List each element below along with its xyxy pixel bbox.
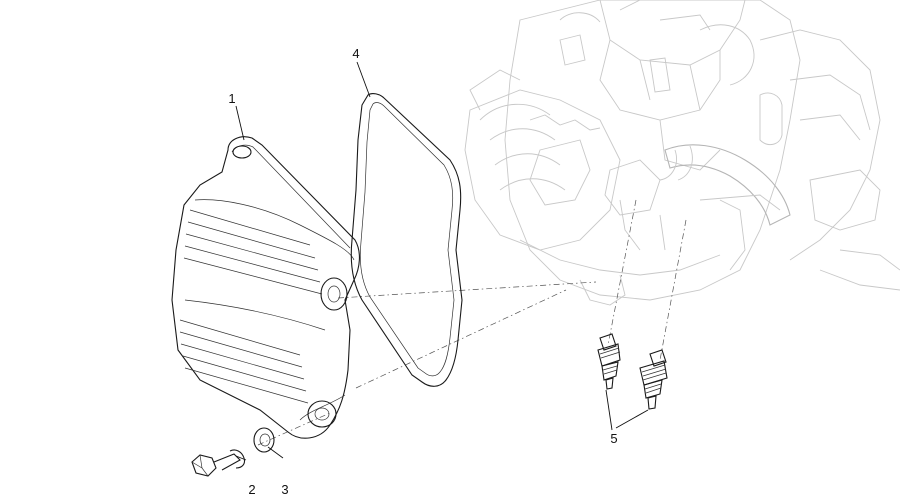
valve-cover — [171, 136, 360, 439]
alignment-lines — [257, 199, 687, 446]
engine-block-ghost — [464, 0, 900, 306]
spark-plug-right — [639, 349, 668, 410]
spark-plug-left — [597, 333, 621, 390]
cover-bolt — [191, 449, 246, 477]
callout-3: 3 — [281, 482, 288, 497]
cover-gasket — [350, 93, 463, 387]
leader-lines — [235, 61, 649, 461]
callout-1: 1 — [228, 91, 235, 106]
callout-5: 5 — [610, 431, 617, 446]
callout-2: 2 — [248, 482, 255, 497]
callout-4: 4 — [352, 46, 359, 61]
sealing-washer — [253, 427, 275, 453]
